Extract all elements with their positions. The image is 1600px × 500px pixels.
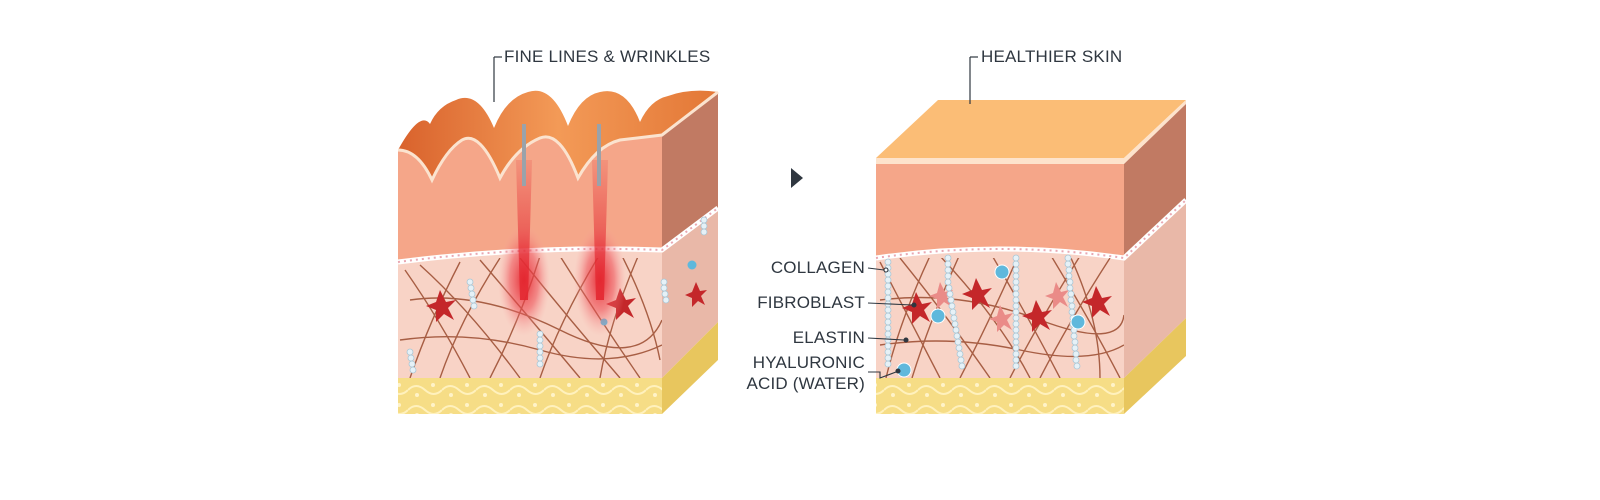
after-epidermis-front (876, 164, 1124, 258)
before-fat-front (398, 378, 662, 414)
after-surface-top (876, 100, 1186, 158)
elastin-label: ELASTIN (792, 328, 865, 347)
transition-arrow-icon (791, 168, 803, 188)
fibroblast-label: FIBROBLAST (757, 293, 865, 312)
before-wrinkled-surface (398, 90, 718, 180)
healthier-skin-label: HEALTHIER SKIN (981, 47, 1123, 66)
after-dermis-side (1124, 200, 1186, 378)
before-fat-side (662, 322, 718, 414)
hyaluronic-acid-label-line2: ACID (WATER) (746, 374, 865, 393)
after-hyaluronic-drops (896, 264, 1086, 378)
before-epidermis-side (662, 92, 718, 250)
after-skin-block (875, 56, 1188, 414)
before-skin-block (397, 56, 720, 414)
hyaluronic-acid-label-line1: HYALURONIC (752, 353, 865, 372)
collagen-label: COLLAGEN (770, 258, 865, 277)
side-label-leaders (867, 267, 917, 379)
after-fat-side (1124, 318, 1186, 414)
before-collagen-chains (406, 216, 708, 374)
laser-probe-2 (597, 124, 601, 186)
fine-lines-label: FINE LINES & WRINKLES (504, 47, 711, 66)
laser-probe-1 (522, 124, 526, 186)
after-collagen-chains (884, 254, 1081, 370)
after-fat-front (876, 378, 1124, 414)
after-fibroblast-cells (902, 278, 1112, 332)
laser-treatment (498, 124, 626, 336)
after-epidermis-side (1124, 104, 1186, 260)
